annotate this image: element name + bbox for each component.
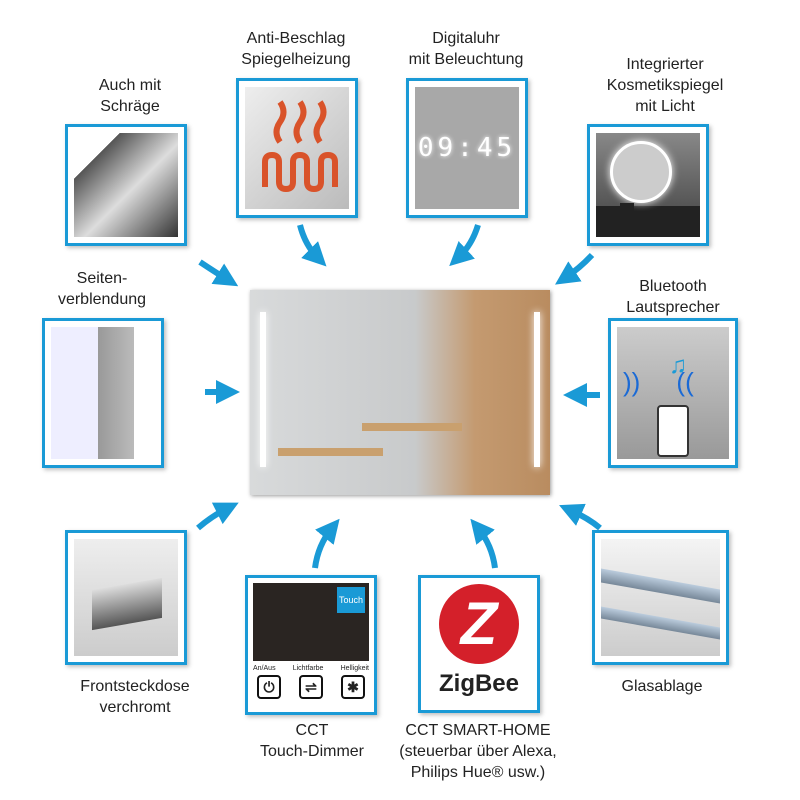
label-zigbee: CCT SMART-HOME(steuerbar über Alexa,Phil… (399, 722, 557, 781)
arrow-zigbee (470, 518, 498, 569)
clock-display: 09:45 (417, 133, 517, 163)
phone-image (657, 405, 689, 457)
soap-dispenser-image (620, 203, 634, 223)
feature-cosmetic (587, 124, 709, 246)
arrow-antifog (297, 224, 327, 267)
swap-icon: ⇌ (299, 675, 323, 699)
power-label: An/Aus (253, 665, 276, 672)
feature-side (42, 318, 164, 468)
feature-clock: 09:45 (406, 78, 528, 218)
arrow-cct (312, 518, 340, 569)
central-mirror (250, 290, 550, 495)
slope-mirror-image (74, 133, 178, 237)
heating-icon (245, 87, 349, 209)
feature-socket (65, 530, 187, 665)
glass-shelf-image (601, 539, 720, 656)
feature-slope (65, 124, 187, 246)
side-panel-image (51, 327, 155, 459)
feature-glass (592, 530, 729, 665)
touch-icon: Touch (336, 587, 365, 613)
feature-antifog (236, 78, 358, 218)
zigbee-logo-text: ZigBee (438, 670, 519, 697)
arrow-glass (559, 503, 602, 531)
arrow-slope (198, 259, 239, 287)
feature-zigbee: Z ZigBee (418, 575, 540, 713)
brightness-icon: ✱ (341, 675, 365, 699)
socket-image (74, 539, 178, 656)
music-note-icon: ♫ (669, 352, 687, 379)
feature-cct: Touch An/Aus Lichtfarbe Helligkeit ⏻ ⇌ ✱ (245, 575, 377, 715)
cosmetic-mirror-image (610, 141, 672, 203)
zigbee-logo-icon: Z (439, 584, 519, 664)
feature-bluetooth: ♫)) (( (608, 318, 738, 468)
arrow-clock (449, 224, 481, 267)
label-side: Seiten-verblendung (57, 270, 147, 308)
arrow-cosmetic (555, 252, 595, 285)
color-label: Lichtfarbe (292, 665, 324, 672)
speaker-waves-icon: )) (( (623, 367, 694, 397)
power-icon: ⏻ (257, 675, 281, 699)
label-glass: Glasablage (621, 678, 703, 695)
arrow-socket (196, 502, 239, 531)
brightness-label: Helligkeit (340, 665, 369, 672)
